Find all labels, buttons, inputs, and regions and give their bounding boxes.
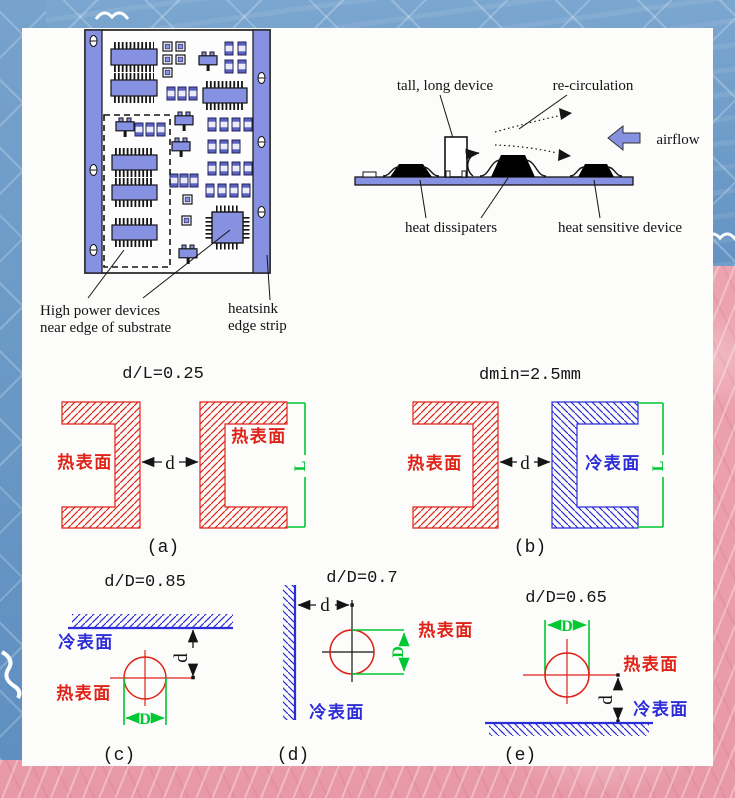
thermal-design-figure: High power devices near edge of substrat…	[40, 29, 700, 766]
junction-dot	[616, 719, 620, 723]
height-bracket	[287, 402, 306, 528]
junction-dot	[191, 675, 195, 680]
leader-line	[142, 229, 231, 299]
smd-devices	[362, 155, 623, 178]
heat-sensitive-label: heat sensitive device	[558, 220, 682, 236]
heatsink-label-line2: edge strip	[228, 318, 287, 334]
hot-surface-left-shape	[61, 401, 141, 529]
diameter-bracket	[352, 629, 404, 675]
cold-surface-shape	[551, 401, 639, 529]
mounting-holes	[89, 35, 266, 256]
wave-squiggle-icon	[0, 650, 22, 699]
recirculation-label: re-circulation	[553, 78, 634, 94]
figure-d: d/D=0.7 冷表面 d D 热表面 (d)	[277, 569, 474, 766]
recirculation-path-lower	[494, 144, 558, 154]
hot-surface-label: 热表面	[231, 426, 287, 446]
high-power-label-line2: near edge of substrate	[40, 320, 172, 336]
heatsink-strip-right	[252, 29, 271, 274]
figure-d-title: d/D=0.7	[326, 569, 397, 588]
heatsink-label-line1: heatsink	[228, 301, 278, 317]
figure-c-caption: (c)	[103, 746, 135, 766]
hot-surface-right-shape	[199, 401, 288, 529]
arrowhead	[559, 108, 572, 120]
hot-surface-label: 热表面	[57, 452, 113, 472]
pcb-layout-diagram: High power devices near edge of substrat…	[40, 29, 287, 336]
tall-device-label: tall, long device	[397, 78, 494, 94]
device-foot	[445, 170, 451, 178]
leader-line	[518, 94, 568, 130]
height-dimension: L	[292, 461, 309, 472]
circuit-board-bar	[354, 176, 634, 186]
recirculation-path-upper	[494, 115, 559, 133]
figure-a: d/L=0.25 热表面 热表面 d L (a)	[57, 365, 309, 558]
leader-line	[87, 249, 125, 299]
gap-dimension: d	[596, 695, 617, 705]
seagull-icon	[94, 11, 130, 20]
diameter-bracket	[123, 678, 167, 725]
device-foot	[461, 170, 467, 178]
gap-dimension: d	[171, 653, 192, 663]
recirculation-hook-arrow	[465, 148, 480, 177]
diameter-dimension: D	[139, 711, 151, 728]
diameter-dimension: D	[561, 618, 573, 635]
cold-surface-hatch	[283, 585, 295, 720]
gap-dimension: d	[320, 595, 330, 616]
hot-surface-label: 热表面	[623, 654, 679, 674]
qfp-chip	[205, 205, 250, 250]
airflow-side-view-diagram: tall, long device re-circulation airflow	[354, 78, 700, 236]
figure-b-caption: (b)	[514, 538, 546, 558]
figure-b-title: dmin=2.5mm	[479, 366, 581, 385]
hot-surface-label: 热表面	[407, 453, 463, 473]
gap-dimension: d	[520, 453, 530, 474]
cold-surface-label: 冷表面	[585, 453, 641, 473]
figure-a-title: d/L=0.25	[122, 365, 204, 384]
leader-line	[419, 179, 427, 219]
leader-line	[266, 254, 271, 301]
cold-surface-hatch	[489, 723, 649, 736]
diameter-dimension: D	[390, 646, 407, 658]
airflow-arrow-icon	[607, 124, 641, 152]
heat-dissipaters-label: heat dissipaters	[405, 220, 497, 236]
height-dimension: L	[650, 461, 667, 472]
height-bracket	[638, 402, 664, 528]
leader-line	[593, 179, 601, 219]
cold-surface-label: 冷表面	[309, 702, 365, 722]
dip-ic-components	[110, 42, 248, 247]
cold-surface-label: 冷表面	[633, 699, 689, 719]
high-power-region-outline	[103, 114, 171, 268]
figure-d-caption: (d)	[277, 746, 309, 766]
cold-surface-hatch	[72, 614, 233, 628]
gap-dimension: d	[165, 453, 175, 474]
figure-panel: High power devices near edge of substrat…	[22, 28, 713, 766]
figure-e-title: d/D=0.65	[525, 589, 607, 608]
leader-line	[480, 177, 509, 219]
arrowhead	[558, 149, 571, 161]
figure-b: dmin=2.5mm 热表面 冷表面 d L (b)	[407, 366, 667, 558]
diameter-bracket	[544, 620, 590, 675]
figure-c-title: d/D=0.85	[104, 573, 186, 592]
figure-e: d/D=0.65 D 热表面 d 冷表面 (e)	[485, 589, 689, 766]
junction-dot	[616, 673, 620, 677]
leader-line	[439, 94, 454, 139]
hot-surface-label: 热表面	[418, 620, 474, 640]
cold-surface-label: 冷表面	[58, 632, 114, 652]
figure-a-caption: (a)	[147, 538, 179, 558]
figure-e-caption: (e)	[504, 746, 536, 766]
airflow-label: airflow	[656, 132, 699, 148]
heatsink-strip-left	[84, 29, 103, 274]
hot-surface-label: 热表面	[56, 683, 112, 703]
figure-c: d/D=0.85 冷表面 热表面 d D (c)	[56, 573, 233, 766]
high-power-label-line1: High power devices	[40, 303, 160, 319]
hot-surface-shape	[412, 401, 499, 529]
